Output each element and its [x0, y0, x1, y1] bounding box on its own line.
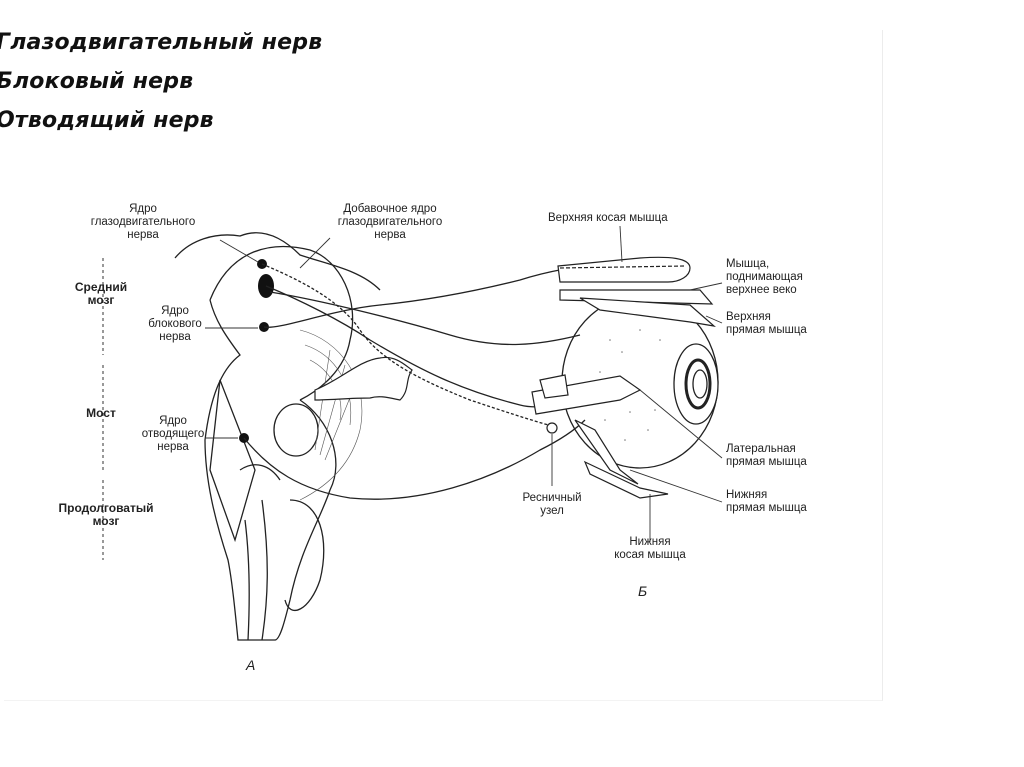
label-superior-oblique: Верхняя косая мышца — [548, 212, 668, 224]
root-stump — [314, 356, 413, 401]
label-oculomotor-nucleus: Ядро глазодвигательного нерва — [90, 203, 196, 241]
label-pons: Мост — [86, 406, 116, 420]
heading-abducens: Отводящий нерв — [0, 108, 214, 133]
label-lateral-rectus: Латеральная прямая мышца — [726, 443, 807, 468]
leader-lines — [205, 225, 723, 542]
label-midbrain: Средний мозг — [74, 280, 128, 307]
label-panel-a: А — [246, 657, 256, 673]
label-inferior-oblique: Нижняя косая мышца — [614, 536, 686, 561]
label-inferior-rectus: Нижняя прямая мышца — [726, 489, 807, 514]
label-medulla: Продолговатый мозг — [58, 501, 154, 528]
eye-muscles — [531, 256, 716, 499]
pons-shading — [299, 329, 363, 501]
heading-oculomotor: Глазодвигательный нерв — [0, 30, 323, 55]
ciliary-ganglion-mark — [546, 422, 558, 434]
brainstem — [174, 232, 381, 641]
label-levator: Мышца, поднимающая верхнее веко — [726, 258, 803, 296]
label-accessory-nucleus: Добавочное ядро глазодвигательного нерва — [337, 203, 443, 241]
label-trochlear-nucleus: Ядро блокового нерва — [148, 305, 202, 343]
heading-trochlear: Блоковый нерв — [0, 69, 194, 94]
nerve-paths — [243, 263, 586, 500]
label-panel-b: Б — [638, 583, 648, 599]
diagram-frame — [4, 30, 883, 701]
label-abducens-nucleus: Ядро отводящего нерва — [141, 415, 205, 453]
label-ciliary-ganglion: Ресничный узел — [522, 492, 582, 517]
label-superior-rectus: Верхняя прямая мышца — [726, 311, 807, 336]
